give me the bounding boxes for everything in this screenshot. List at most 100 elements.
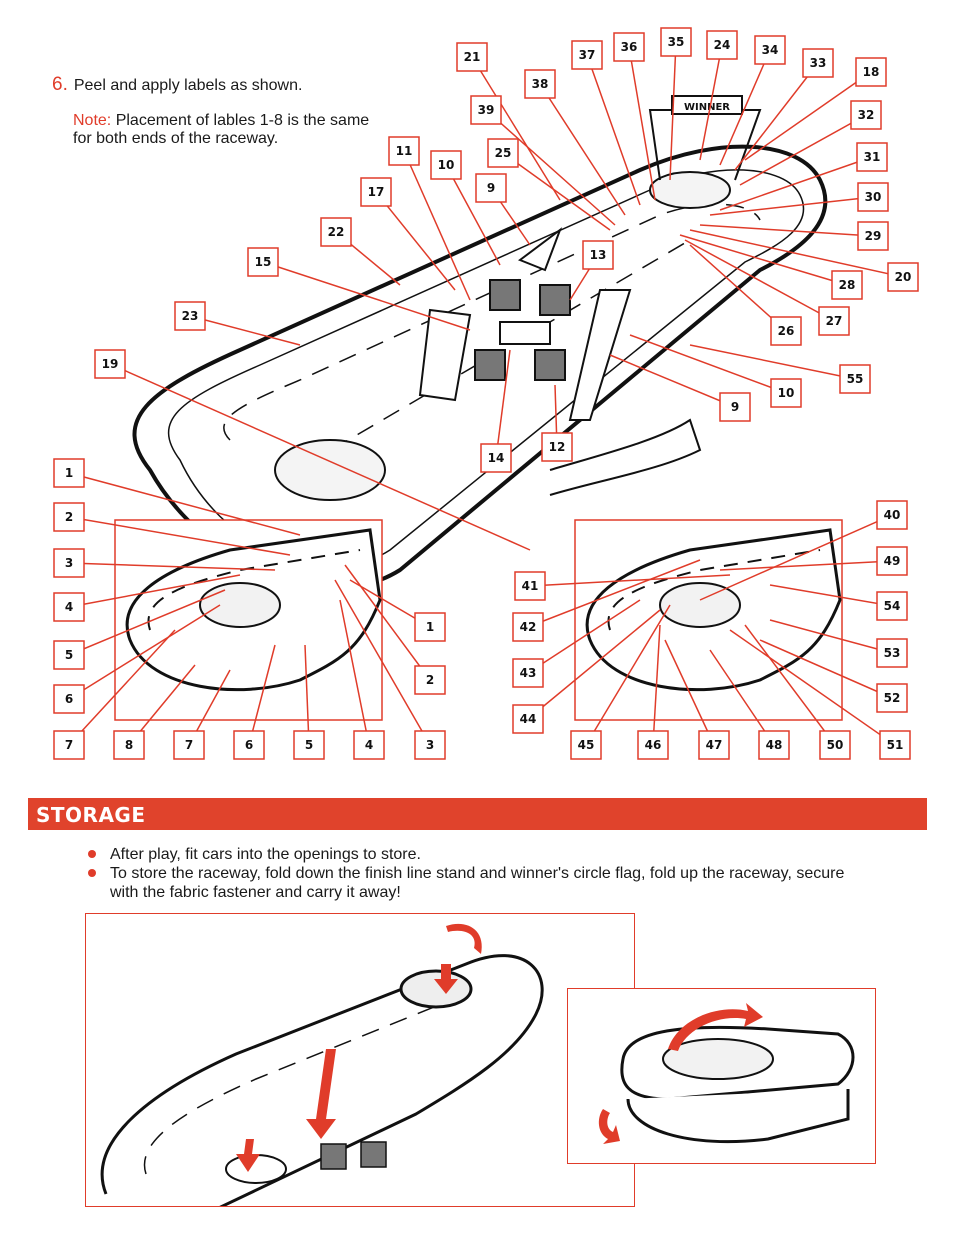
callout-label-50: 50 <box>819 730 851 760</box>
storage-bullet-2: To store the raceway, fold down the fini… <box>88 864 848 902</box>
callout-label-37: 37 <box>571 40 603 70</box>
callout-label-45: 45 <box>570 730 602 760</box>
callout-label-13: 13 <box>582 240 614 270</box>
leader-line <box>739 114 867 186</box>
svg-text:29: 29 <box>865 229 882 243</box>
storage-instructions: After play, fit cars into the openings t… <box>88 845 848 902</box>
svg-text:8: 8 <box>125 738 133 752</box>
svg-text:9: 9 <box>731 400 739 414</box>
callout-label-42: 42 <box>512 612 544 642</box>
leader-line <box>769 619 893 654</box>
svg-text:11: 11 <box>396 144 413 158</box>
callout-label-54: 54 <box>876 591 908 621</box>
svg-text:52: 52 <box>884 691 901 705</box>
svg-text:1: 1 <box>426 620 434 634</box>
callout-label-7: 7 <box>53 730 85 760</box>
callout-label-28: 28 <box>831 270 863 300</box>
svg-text:45: 45 <box>578 738 595 752</box>
svg-text:9: 9 <box>487 181 495 195</box>
svg-text:36: 36 <box>621 40 638 54</box>
leader-line <box>769 584 893 607</box>
leader-line <box>689 229 904 278</box>
svg-text:40: 40 <box>884 508 901 522</box>
svg-text:44: 44 <box>520 712 537 726</box>
callout-label-49: 49 <box>876 546 908 576</box>
leader-line <box>334 579 431 746</box>
svg-text:35: 35 <box>668 35 685 49</box>
svg-text:43: 43 <box>520 666 537 680</box>
svg-text:37: 37 <box>579 48 596 62</box>
leader-line <box>68 629 176 746</box>
callout-label-6: 6 <box>233 730 265 760</box>
svg-text:13: 13 <box>590 248 607 262</box>
leader-line <box>68 574 241 608</box>
svg-text:19: 19 <box>102 357 119 371</box>
step-text: Peel and apply labels as shown. <box>73 77 303 94</box>
svg-text:6: 6 <box>65 692 73 706</box>
callout-label-33: 33 <box>802 48 834 78</box>
leader-line <box>585 604 671 746</box>
callout-label-14: 14 <box>480 443 512 473</box>
callout-label-8: 8 <box>113 730 145 760</box>
callout-label-43: 43 <box>512 658 544 688</box>
svg-text:2: 2 <box>426 673 434 687</box>
placement-note: Note: Placement of lables 1-8 is the sam… <box>73 112 373 148</box>
svg-text:23: 23 <box>182 309 199 323</box>
callout-label-5: 5 <box>53 640 85 670</box>
svg-text:28: 28 <box>839 278 856 292</box>
svg-text:39: 39 <box>478 103 495 117</box>
svg-text:41: 41 <box>522 579 539 593</box>
svg-text:33: 33 <box>810 56 827 70</box>
callout-label-10: 10 <box>770 378 802 408</box>
callout-label-9: 9 <box>475 173 507 203</box>
svg-text:4: 4 <box>65 600 73 614</box>
leader-line <box>709 649 775 746</box>
step-instruction: 6.Peel and apply labels as shown. <box>52 74 302 96</box>
leader-line <box>248 644 276 746</box>
storage-title: STORAGE <box>36 803 146 827</box>
leader-line <box>734 62 819 171</box>
callout-label-51: 51 <box>879 730 911 760</box>
callout-label-55: 55 <box>839 364 871 394</box>
callout-label-12: 12 <box>541 432 573 462</box>
svg-text:26: 26 <box>778 324 795 338</box>
callout-label-29: 29 <box>857 221 889 251</box>
leader-line <box>629 334 787 394</box>
svg-text:18: 18 <box>863 65 880 79</box>
callout-label-15: 15 <box>247 247 279 277</box>
folding-raceway-illustration <box>100 923 544 1206</box>
leader-line <box>669 41 677 181</box>
callout-label-53: 53 <box>876 638 908 668</box>
callout-label-27: 27 <box>818 306 850 336</box>
leader-line <box>527 609 661 720</box>
svg-text:14: 14 <box>488 451 505 465</box>
leader-line <box>527 599 641 674</box>
svg-text:22: 22 <box>328 225 345 239</box>
svg-text:7: 7 <box>185 738 193 752</box>
storage-bullet-1: After play, fit cars into the openings t… <box>88 845 848 864</box>
callout-label-17: 17 <box>360 177 392 207</box>
callout-label-1: 1 <box>414 612 446 642</box>
leader-line <box>375 191 456 291</box>
svg-text:20: 20 <box>895 270 912 284</box>
storage-image-fold <box>85 913 635 1207</box>
svg-text:17: 17 <box>368 185 385 199</box>
storage-image-folded <box>567 988 876 1164</box>
svg-text:38: 38 <box>532 77 549 91</box>
svg-text:30: 30 <box>865 190 882 204</box>
leader-line <box>109 363 531 551</box>
callout-label-40: 40 <box>876 500 908 530</box>
raceway-illustration: WINNER <box>132 95 828 591</box>
svg-text:47: 47 <box>706 738 723 752</box>
leader-line <box>679 234 848 286</box>
svg-text:7: 7 <box>65 738 73 752</box>
callout-label-38: 38 <box>524 69 556 99</box>
callout-label-9: 9 <box>719 392 751 422</box>
inset-left-track <box>125 528 382 692</box>
callout-label-35: 35 <box>660 27 692 57</box>
leader-line <box>502 152 611 231</box>
callout-label-4: 4 <box>53 592 85 622</box>
svg-text:6: 6 <box>245 738 253 752</box>
svg-text:31: 31 <box>864 150 881 164</box>
svg-text:53: 53 <box>884 646 901 660</box>
